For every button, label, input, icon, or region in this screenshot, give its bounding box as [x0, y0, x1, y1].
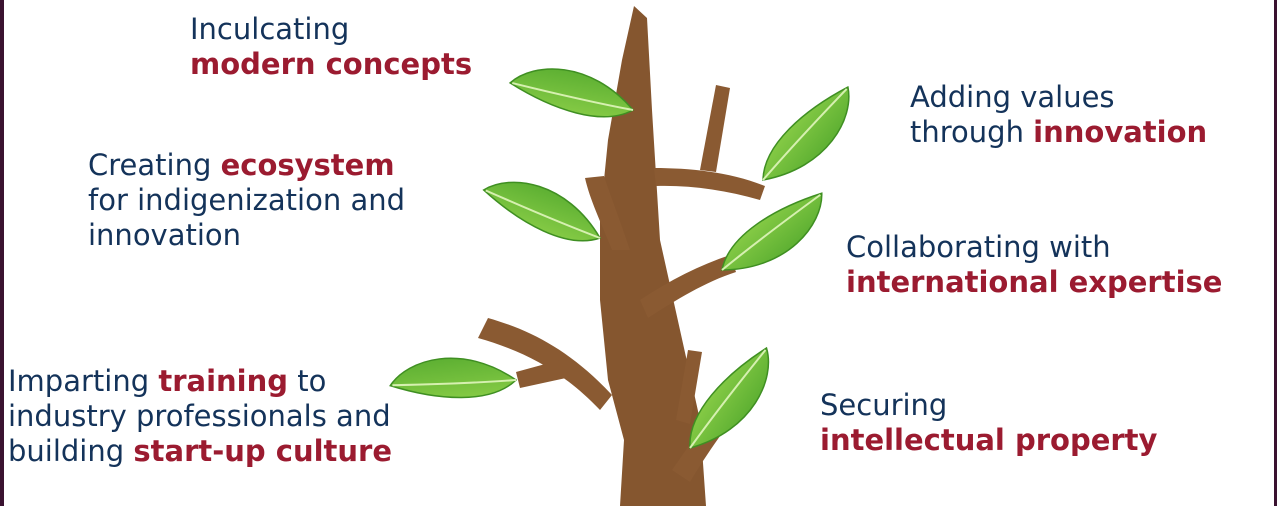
label-training: Imparting training to industry professio…	[8, 364, 392, 469]
label-ecosystem: Creating ecosystem for indigenization an…	[88, 148, 405, 253]
label-ip-line1: Securing	[820, 388, 948, 422]
label-training-line2: industry professionals and	[8, 399, 391, 433]
branch-right-high	[654, 168, 765, 200]
branch-left-low	[478, 318, 612, 410]
branch-right-high-top	[700, 85, 730, 172]
label-innovation: Adding values through innovation	[910, 80, 1207, 150]
label-ecosystem-line2: for indigenization and	[88, 183, 406, 217]
label-innovation-line1: Adding values	[910, 80, 1115, 114]
label-modern-line2: modern concepts	[190, 47, 473, 81]
leaf-innovation	[742, 85, 872, 188]
label-modern-line1: Inculcating	[190, 12, 350, 46]
label-international: Collaborating with international experti…	[846, 230, 1222, 300]
branch-left-mid	[585, 176, 630, 250]
label-training-line1: Imparting training to	[8, 364, 327, 398]
branch-right-low-stem	[676, 350, 702, 424]
leaf-ecosystem	[482, 154, 606, 269]
label-ecosystem-line3: innovation	[88, 218, 242, 252]
leaf-international	[707, 192, 839, 279]
label-modern-concepts: Inculcating modern concepts	[190, 12, 472, 82]
label-ecosystem-highlight: ecosystem	[220, 148, 395, 182]
left-frame-border	[0, 0, 4, 506]
label-intellectual-property: Securing intellectual property	[820, 388, 1157, 458]
label-innovation-line2: through innovation	[910, 115, 1208, 149]
label-startup-highlight: start-up culture	[133, 434, 393, 468]
right-frame-border	[1274, 0, 1277, 506]
label-innovation-highlight: innovation	[1033, 115, 1208, 149]
label-ip-line2: intellectual property	[820, 423, 1158, 457]
label-training-line3: building start-up culture	[8, 434, 393, 468]
label-ecosystem-line1: Creating ecosystem	[88, 148, 395, 182]
label-training-highlight: training	[158, 364, 289, 398]
tree-trunk	[600, 6, 706, 506]
label-international-line1: Collaborating with	[846, 230, 1111, 264]
branch-left-low-tip	[516, 360, 566, 388]
branch-right-mid	[640, 255, 736, 318]
leaf-training	[389, 340, 519, 418]
label-international-line2: international expertise	[846, 265, 1223, 299]
